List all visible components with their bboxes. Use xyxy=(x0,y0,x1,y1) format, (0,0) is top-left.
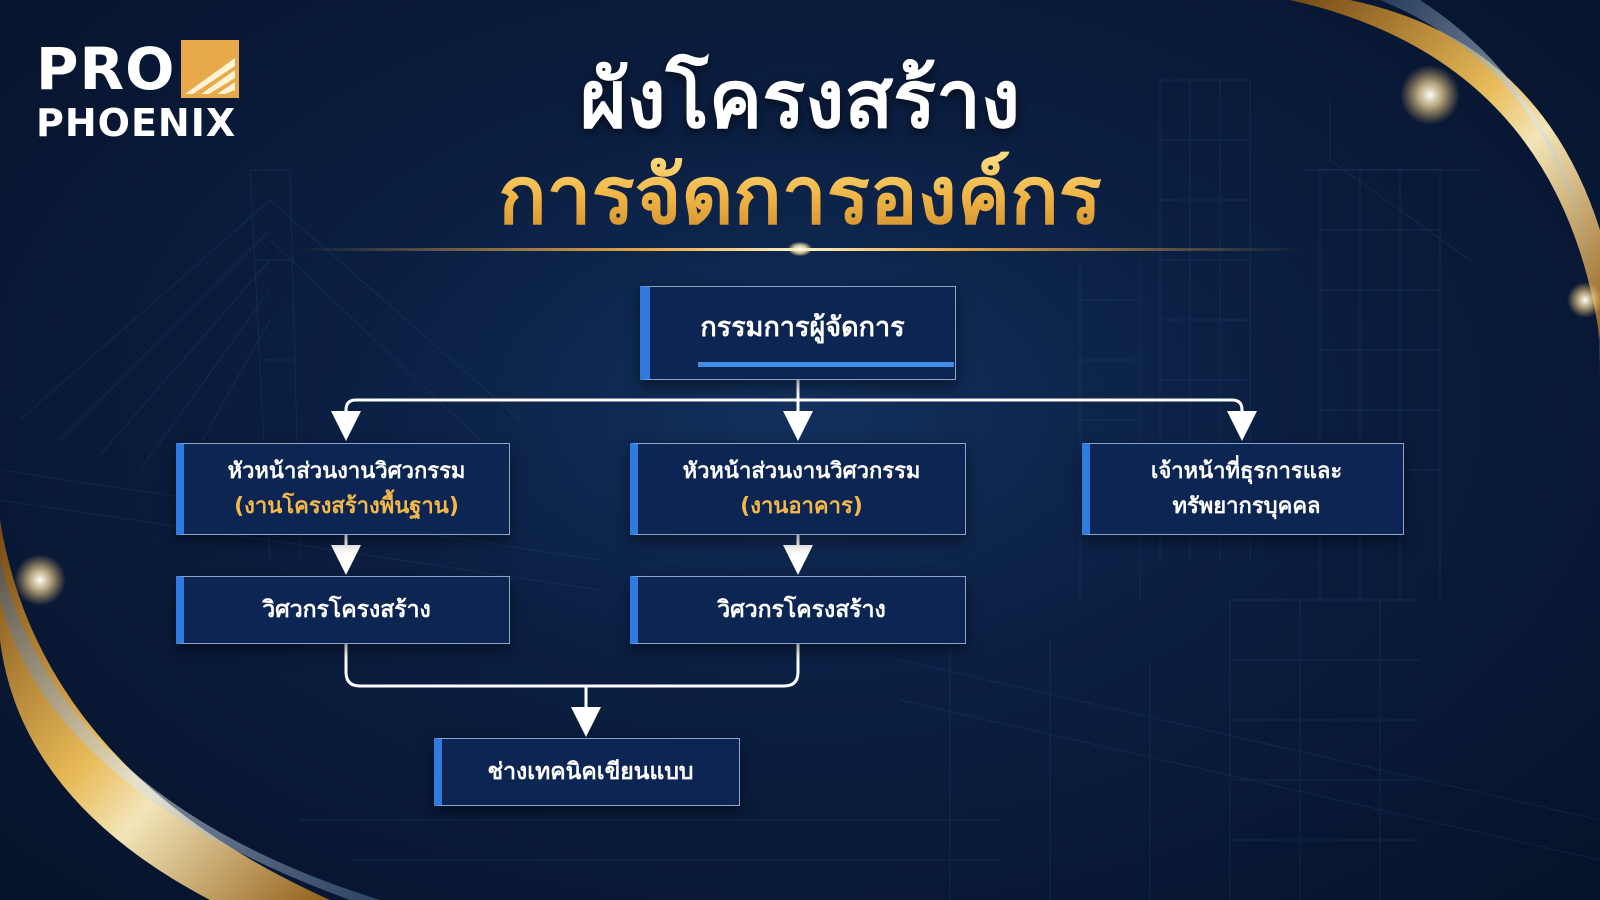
logo-text-pro: PRO xyxy=(36,35,176,103)
node-sublabel: (งานอาคาร) xyxy=(740,494,863,519)
node-label: ช่างเทคนิคเขียนแบบ xyxy=(487,759,694,785)
node-label: กรรมการผู้จัดการ xyxy=(700,312,905,343)
connector-engineers-merge xyxy=(344,642,800,688)
company-logo: PRO PHOENIX xyxy=(36,38,266,148)
stacked-chevron-icon xyxy=(181,40,239,98)
node-label: วิศวกรโครงสร้าง xyxy=(262,597,431,623)
node-label: เจ้าหน้าที่ธุรการและ xyxy=(1150,459,1343,484)
node-label: หัวหน้าส่วนงานวิศวกรรม xyxy=(682,459,921,484)
node-accent-bar xyxy=(698,362,954,367)
title-divider-glow xyxy=(788,242,812,256)
title-line-1: ผังโครงสร้าง xyxy=(579,53,1021,146)
node-head-building: หัวหน้าส่วนงานวิศวกรรม (งานอาคาร) xyxy=(630,443,966,535)
title-line-2: การจัดการองค์กร xyxy=(0,148,1600,244)
node-engineer-building: วิศวกรโครงสร้าง xyxy=(630,576,966,644)
node-technical-drafter: ช่างเทคนิคเขียนแบบ xyxy=(434,738,740,806)
node-head-infrastructure: หัวหน้าส่วนงานวิศวกรรม (งานโครงสร้างพื้น… xyxy=(176,443,510,535)
node-engineer-infrastructure: วิศวกรโครงสร้าง xyxy=(176,576,510,644)
node-admin-hr: เจ้าหน้าที่ธุรการและ ทรัพยากรบุคคล xyxy=(1082,443,1404,535)
node-label: วิศวกรโครงสร้าง xyxy=(717,597,886,623)
logo-text-phoenix: PHOENIX xyxy=(36,101,237,145)
node-sublabel: (งานโครงสร้างพื้นฐาน) xyxy=(234,494,459,519)
node-managing-director: กรรมการผู้จัดการ xyxy=(640,286,956,380)
node-label-line2: ทรัพยากรบุคคล xyxy=(1172,494,1321,519)
connector-horizontal-branch xyxy=(344,398,1244,412)
node-label: หัวหน้าส่วนงานวิศวกรรม xyxy=(227,459,466,484)
